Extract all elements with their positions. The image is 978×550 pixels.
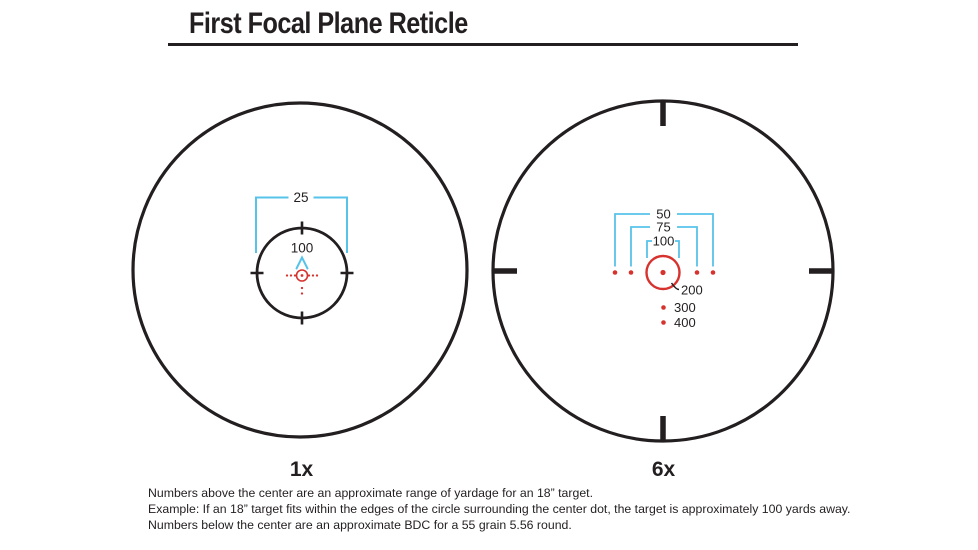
footer-note-line: Example: If an 18” target fits within th… [148, 502, 851, 517]
center-dot [300, 274, 304, 277]
bdc-dot-400 [661, 320, 666, 325]
center-ring [295, 269, 309, 282]
range-label-50: 50 [656, 207, 670, 222]
center-dot-6x [660, 269, 666, 276]
center-ring-6x [645, 254, 681, 291]
post-tick-bottom [660, 416, 666, 442]
windage-dot [315, 274, 319, 277]
post-tick-right [809, 268, 833, 274]
magnification-label-1x: 1x [290, 458, 314, 481]
windage-dot [289, 274, 293, 277]
range-label-75: 75 [656, 220, 670, 235]
range-bracket-75-right [677, 226, 698, 267]
windage-dot [311, 274, 315, 277]
range-bracket-100-right [675, 240, 680, 258]
range-label-25: 25 [293, 190, 308, 205]
range-bracket-50-right [677, 213, 714, 267]
footer-note-line: Numbers below the center are an approxim… [148, 518, 572, 533]
reticle-6x-view: 50 75 100 200 300 400 6x [491, 99, 835, 481]
range-label-100: 100 [291, 241, 314, 256]
magnification-label-6x: 6x [652, 458, 676, 481]
bdc-label-300: 300 [674, 300, 696, 315]
page-title: First Focal Plane Reticle [189, 7, 468, 40]
range-dot-50-right [710, 270, 716, 275]
title-underline [168, 43, 798, 46]
aiming-circle-ticks [250, 221, 354, 325]
range-dot-50-left [612, 270, 618, 275]
chevron-icon [295, 255, 309, 270]
range-dot-75-left [628, 270, 634, 275]
range-bracket-100-left [646, 240, 652, 258]
footer-note-line: Numbers above the center are an approxim… [148, 486, 593, 500]
range-bracket-50-left [614, 213, 650, 267]
reticle-1x-view: 25 100 1x [131, 101, 469, 481]
windage-dot [293, 274, 297, 277]
windage-dot [285, 274, 289, 277]
range-bracket-75-left [630, 226, 650, 267]
post-tick-top [660, 100, 666, 126]
range-bracket-25-right [313, 196, 348, 253]
footer-notes: Numbers above the center are an approxim… [148, 485, 850, 534]
bdc-label-400: 400 [674, 315, 696, 330]
scope-field-circle-1x [131, 101, 469, 439]
range-bracket-25-left [255, 196, 289, 253]
bdc-label-200: 200 [681, 283, 703, 298]
range-label-100-6x: 100 [653, 234, 675, 249]
windage-dot [307, 274, 311, 277]
post-tick-left [493, 268, 517, 274]
bdc-200-leader-line [670, 282, 680, 291]
bdc-dot [300, 286, 304, 290]
bdc-dot [300, 292, 304, 295]
bdc-dot-300 [661, 305, 666, 310]
range-dot-75-right [694, 270, 700, 275]
